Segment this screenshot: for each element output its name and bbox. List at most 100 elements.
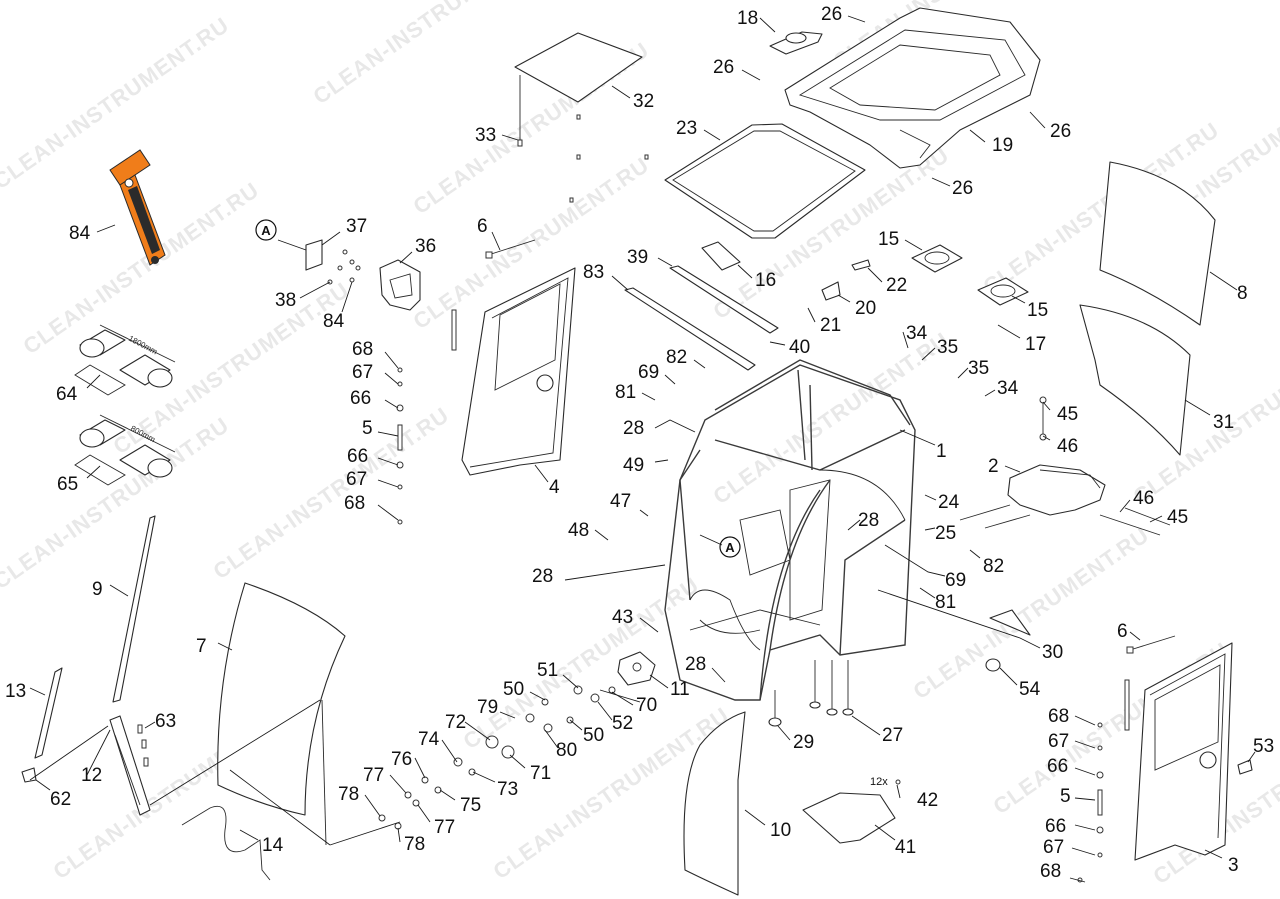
callout-67: 67: [1048, 731, 1069, 752]
callout-18: 18: [737, 8, 758, 29]
part-12-wiper-arm: [109, 715, 151, 816]
callout-45: 45: [1167, 507, 1188, 528]
callout-75: 75: [460, 795, 481, 816]
callout-12: 12: [81, 765, 102, 786]
callout-64: 64: [56, 384, 78, 405]
part-13-wiper-blade: [34, 667, 63, 759]
callout-22: 22: [886, 275, 907, 296]
callout-69: 69: [638, 362, 659, 383]
callout-66: 66: [347, 446, 368, 467]
view-marker-label: A: [725, 540, 735, 555]
callout-26: 26: [952, 178, 973, 199]
part-2-floor-plate: [1007, 464, 1106, 516]
callout-20: 20: [855, 298, 876, 319]
part-14-hose: [181, 805, 271, 881]
part-45-46-bolts: [959, 396, 1171, 536]
callout-41: 41: [895, 837, 916, 858]
callout-50: 50: [503, 679, 524, 700]
callout-42: 42: [917, 790, 938, 811]
part-62-nozzle: [21, 767, 37, 783]
callout-67: 67: [352, 362, 373, 383]
callout-73: 73: [497, 779, 518, 800]
callout-8: 8: [1237, 283, 1248, 304]
callout-38: 38: [275, 290, 296, 311]
callout-28: 28: [685, 654, 706, 675]
callout-5: 5: [362, 418, 373, 439]
callout-80: 80: [556, 740, 577, 761]
part-41-floor-mat: [802, 792, 896, 844]
part-38-screws: [327, 249, 361, 285]
callout-40: 40: [789, 337, 810, 358]
callout-9: 9: [92, 579, 103, 600]
callout-46: 46: [1133, 488, 1154, 509]
part-23-window-seal: [664, 123, 866, 239]
leader-lines: [29, 15, 1256, 883]
callout-84: 84: [323, 311, 345, 332]
callout-36: 36: [415, 236, 436, 257]
part-42-clip: [895, 779, 901, 785]
view-marker-label: A: [261, 223, 271, 238]
callout-67: 67: [346, 469, 367, 490]
callout-68: 68: [352, 339, 373, 360]
callout-52: 52: [612, 713, 633, 734]
callout-6: 6: [1117, 621, 1128, 642]
watermark: CLEAN-INSTRUMENT.RU: [309, 0, 554, 109]
callout-45: 45: [1057, 404, 1078, 425]
callout-32: 32: [633, 91, 654, 112]
part-33-screws: [517, 75, 649, 203]
callout-4: 4: [549, 477, 560, 498]
part-side-glass-shadow: [321, 699, 327, 846]
watermark: CLEAN-INSTRUMENT.RU: [709, 327, 954, 509]
callout-26: 26: [821, 4, 842, 25]
callout-67: 67: [1043, 837, 1064, 858]
part-15-speaker-lower: [977, 277, 1029, 306]
quantity-note: 12x: [870, 776, 888, 788]
part-8-rear-glass: [1099, 161, 1216, 326]
watermark: CLEAN-INSTRUMENT.RU: [209, 402, 454, 584]
callout-68: 68: [1040, 861, 1061, 882]
part-16-label: [701, 241, 741, 271]
callout-35: 35: [937, 337, 958, 358]
callout-66: 66: [350, 388, 371, 409]
callout-11: 11: [670, 679, 690, 700]
callout-27: 27: [882, 725, 903, 746]
callout-26: 26: [1050, 121, 1071, 142]
callout-28: 28: [858, 510, 879, 531]
callout-35: 35: [968, 358, 989, 379]
callout-48: 48: [568, 520, 589, 541]
part-22-clip: [851, 259, 871, 271]
callout-68: 68: [1048, 706, 1069, 727]
callout-68: 68: [344, 493, 365, 514]
part-4-left-door: [451, 267, 576, 476]
callout-66: 66: [1045, 816, 1066, 837]
callout-79: 79: [477, 697, 498, 718]
callout-63: 63: [155, 711, 176, 732]
part-1-cab-frame: [664, 359, 916, 701]
callout-5: 5: [1060, 786, 1071, 807]
callout-28: 28: [623, 418, 644, 439]
callout-51: 51: [537, 660, 558, 681]
callout-21: 21: [820, 315, 841, 336]
callout-6: 6: [477, 216, 488, 237]
callout-13: 13: [5, 681, 26, 702]
view-marker-a-cab: A: [719, 536, 741, 558]
callout-34: 34: [997, 378, 1019, 399]
part-6-gas-strut-left: [485, 239, 536, 259]
callout-82: 82: [666, 347, 687, 368]
callout-labels: 18 26 26 32 33 23 19 26 26 84 37 36 6 39…: [5, 4, 1274, 882]
callout-43: 43: [612, 607, 633, 628]
callout-53: 53: [1253, 736, 1274, 757]
callout-16: 16: [755, 270, 776, 291]
callout-25: 25: [935, 523, 956, 544]
part-20-clip: [821, 281, 841, 301]
callout-3: 3: [1228, 855, 1239, 876]
part-54-knob: [985, 658, 1001, 672]
callout-82: 82: [983, 556, 1004, 577]
callout-77: 77: [363, 765, 384, 786]
part-32-panel: [514, 32, 643, 103]
callout-1: 1: [936, 441, 947, 462]
part-83-strip: [624, 287, 756, 371]
part-3-right-door: [1124, 642, 1233, 861]
part-10-front-glass: [683, 711, 746, 896]
